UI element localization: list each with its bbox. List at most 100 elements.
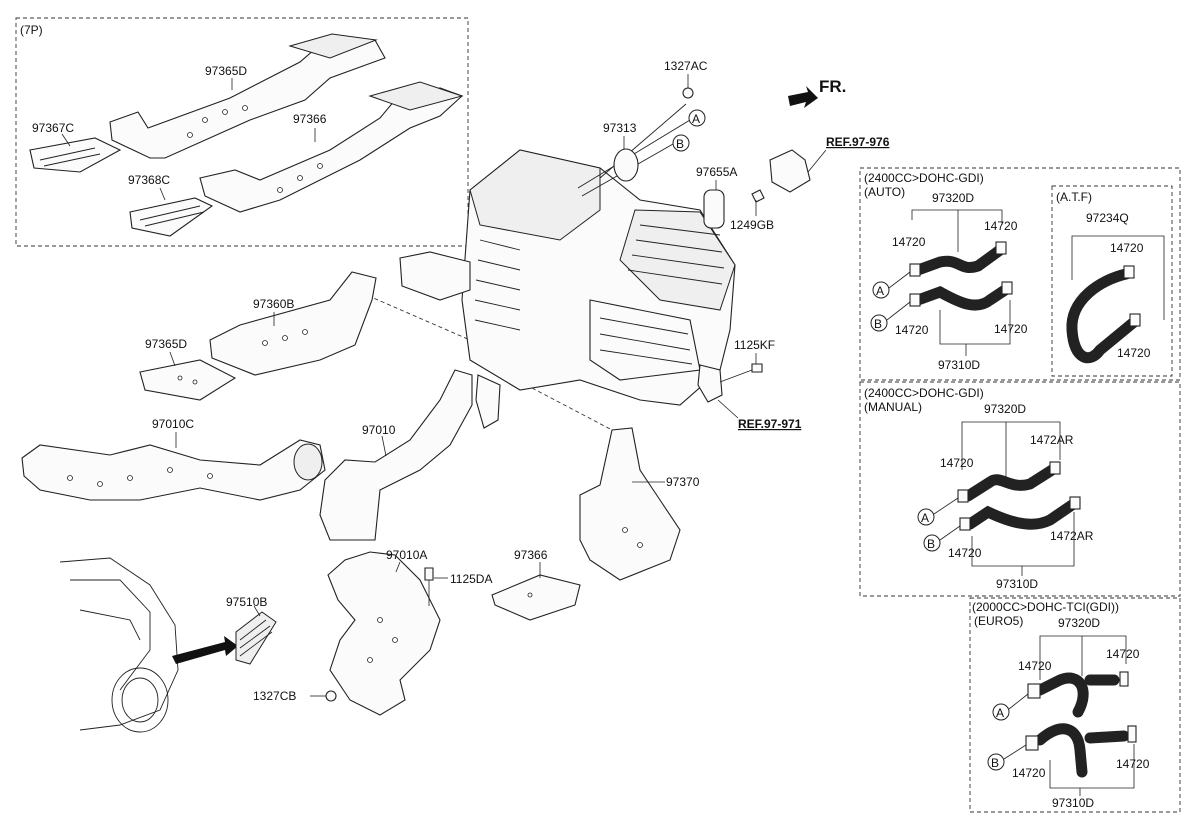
clamp-icon: [909, 293, 921, 307]
panel-auto-top-label: 97320D: [932, 191, 974, 205]
screw-1125da: [424, 567, 434, 581]
duct-hole: [67, 475, 73, 481]
heater-ribs: [474, 239, 521, 331]
label-1249gb: 1249GB: [730, 218, 774, 232]
hvac-side-pipe: [399, 251, 471, 301]
clamp-icon: [1049, 461, 1061, 475]
leader-line: [719, 369, 753, 383]
duct-97365d: [139, 359, 237, 401]
leader-line: [886, 301, 911, 321]
vent-slats: [39, 147, 101, 167]
bracket-line: [1039, 635, 1127, 680]
duct-97370: [579, 427, 681, 581]
panel-atf: (A.T.F) 97234Q 14720 14720: [1051, 185, 1173, 377]
label-97370: 97370: [666, 475, 700, 489]
connector-b-main: [672, 134, 690, 152]
label-97365d-7p: 97365D: [205, 64, 247, 78]
connector-b-manual-label: B: [927, 537, 935, 551]
panel-manual-subtitle: (MANUAL): [864, 400, 922, 414]
panel-auto: (2400CC>DOHC-GDI) (AUTO) 97320D 14720 14…: [859, 167, 1181, 381]
panel-atf-part: 97234Q: [1086, 211, 1129, 225]
label-97313: 97313: [603, 121, 637, 135]
bracket-line: [971, 512, 1075, 567]
leader-line: [395, 561, 401, 573]
clamp-icon: [1025, 735, 1039, 751]
grille-slats: [239, 619, 273, 657]
label-97510b: 97510B: [226, 595, 267, 609]
duct-97360b: [209, 271, 377, 376]
vent-97368c: [129, 197, 214, 237]
clamp-icon: [1127, 725, 1137, 743]
vehicle-window-outline: [70, 579, 151, 691]
seal-97655a: [703, 189, 725, 229]
leader-line: [381, 435, 387, 457]
panel-euro5-title: (2000CC>DOHC-TCI(GDI)): [972, 600, 1119, 614]
leader-line: [717, 399, 739, 419]
vehicle-rear-view: [59, 557, 238, 733]
drain-hose: [475, 374, 501, 429]
label-97365d: 97365D: [145, 337, 187, 351]
panel-manual-title: (2400CC>DOHC-GDI): [864, 386, 984, 400]
ref-97-971[interactable]: REF.97-971: [738, 417, 802, 431]
connector-b-auto: [870, 314, 888, 332]
evaporator-case: [589, 299, 701, 381]
hose-97234q: [1066, 268, 1140, 364]
leader-line: [807, 149, 827, 173]
duct-hole: [622, 527, 628, 533]
bracket-line: [1071, 235, 1165, 320]
hose-97320d-euro5: [1034, 672, 1089, 718]
front-label: FR.: [819, 77, 846, 96]
clamp-icon: [1129, 313, 1141, 327]
evaporator-ribs: [599, 317, 693, 365]
bracket-line: [961, 421, 1061, 470]
label-1125da: 1125DA: [450, 572, 492, 586]
bracket-line: [911, 209, 1003, 225]
duct-hole: [302, 329, 308, 335]
blower-housing: [619, 209, 736, 311]
leader-line: [169, 351, 176, 367]
duct-97366-7p-top: [368, 81, 464, 111]
panel-auto-title: (2400CC>DOHC-GDI): [864, 171, 984, 185]
duct-hole: [392, 637, 398, 643]
bracket-line: [1049, 744, 1135, 789]
panel-manual-top-label: 97320D: [984, 402, 1026, 416]
duct-hole: [222, 109, 228, 115]
ref-97-976[interactable]: REF.97-976: [826, 135, 890, 149]
label-1125kf: 1125KF: [734, 338, 775, 352]
seven-passenger-title: (7P): [20, 23, 43, 37]
duct-hole: [262, 340, 268, 346]
duct-hole: [187, 132, 193, 138]
leader-line: [888, 271, 911, 289]
hose-97310d-auto: [912, 284, 1011, 311]
hvac-unit-top: [469, 149, 601, 241]
clamp-icon: [909, 263, 921, 277]
hose-97310d-manual: [964, 499, 1078, 530]
hose-97310d-euro5-tail: [1084, 730, 1130, 744]
label-97010: 97010: [362, 423, 396, 437]
connector-a-auto: [872, 281, 890, 299]
label-97360b: 97360B: [253, 297, 294, 311]
seven-passenger-group: (7P) 97365D 97366 97367C 97368C: [15, 17, 469, 247]
nut-1327ac: [682, 87, 694, 99]
panel-atf-title: (A.T.F): [1056, 190, 1092, 204]
label-97010a: 97010A: [386, 548, 427, 562]
duct-hole: [367, 657, 373, 663]
panel-euro5-clamp-3: 14720: [1012, 766, 1046, 780]
duct-hole: [297, 175, 303, 181]
vehicle-pillar: [79, 609, 141, 641]
panel-auto-clamp-3: 14720: [895, 323, 929, 337]
hvac-unit: [399, 149, 736, 429]
bracket-line: [939, 300, 1011, 345]
duct-hole: [167, 467, 173, 473]
connector-a-main: [688, 109, 706, 127]
expansion-valve: [769, 149, 811, 193]
nut-1327cb: [325, 690, 337, 702]
hose-97310d-euro5: [1034, 723, 1088, 778]
leader-line: [1008, 693, 1029, 710]
panel-euro5-clamp-1: 14720: [1018, 659, 1052, 673]
connector-b-main-label: B: [676, 137, 684, 151]
panel-manual-clamp-r-1: 1472AR: [1030, 433, 1074, 447]
duct-hole: [202, 117, 208, 123]
panel-manual-clamp-r-2: 1472AR: [1050, 529, 1094, 543]
